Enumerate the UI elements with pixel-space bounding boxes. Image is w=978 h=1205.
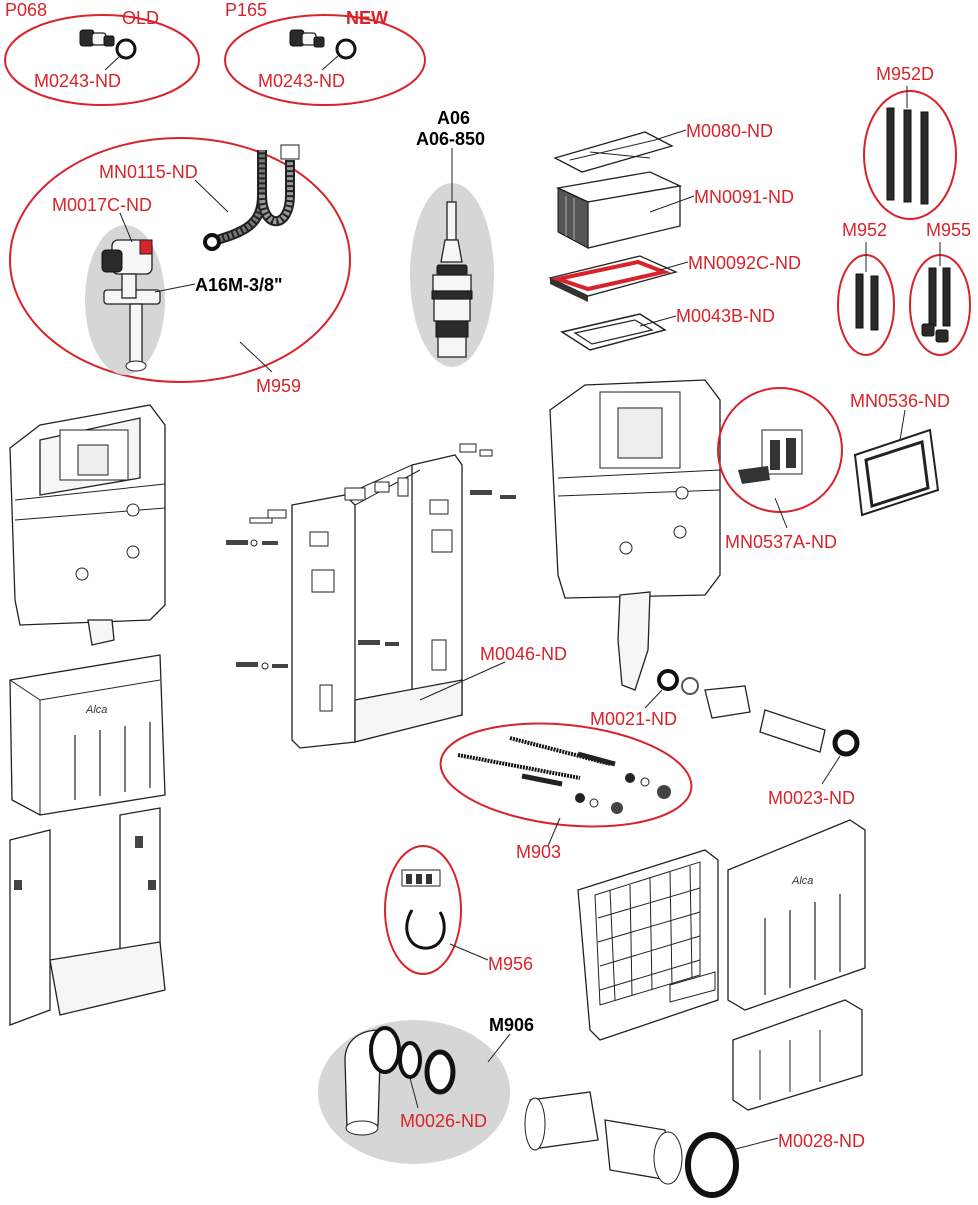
label-m0080: M0080-ND — [686, 121, 773, 141]
group-mn0536: MN0536-ND — [850, 391, 950, 517]
insulation-cover-left: Alca — [9, 654, 166, 816]
frame-mn0092c — [548, 255, 678, 302]
installation-frame-center: M0046-ND — [226, 443, 567, 749]
alca-logo-left: Alca — [85, 704, 107, 716]
label-m0043b: M0043B-ND — [676, 306, 775, 326]
label-new: NEW — [346, 8, 388, 28]
group-m952: M952 — [837, 220, 895, 356]
highlight-oval-m959 — [9, 137, 351, 383]
label-a16m: A16M-3/8" — [195, 275, 283, 295]
highlight-oval-p068 — [4, 14, 200, 106]
group-m959-fill-valve: MN0115-ND M0017C-ND A16M-3/8" M959 — [9, 137, 351, 396]
label-m0017c: M0017C-ND — [52, 195, 152, 215]
label-m0028: M0028-ND — [778, 1131, 865, 1151]
pipe-segment-a — [704, 685, 751, 719]
highlight-oval-m903 — [439, 722, 693, 828]
group-m955: M955 — [909, 220, 971, 356]
highlight-oval-m952d — [863, 90, 957, 220]
group-a06-flush-valve: A06 A06-850 — [410, 108, 494, 367]
label-m952: M952 — [842, 220, 887, 240]
label-m956: M956 — [488, 954, 533, 974]
label-mn0537a: MN0537A-ND — [725, 532, 837, 552]
label-a06-850: A06-850 — [416, 129, 485, 149]
group-service-frames: M0080-ND MN0091-ND MN0092C-ND M0043B-ND — [548, 121, 801, 351]
group-mn0537a: MN0537A-ND — [717, 387, 843, 552]
label-mn0115: MN0115-ND — [99, 162, 198, 182]
highlight-oval-mn0537a — [717, 387, 843, 513]
insulation-cover-right: Alca — [727, 819, 866, 1011]
label-p165: P165 — [225, 0, 267, 20]
group-m956: M956 — [384, 845, 533, 975]
highlight-oval-m956 — [384, 845, 462, 975]
frame-m0080 — [553, 131, 674, 173]
cistern-right — [549, 379, 721, 691]
box-mn0091 — [555, 171, 683, 249]
flush-valve-a06 — [431, 201, 473, 358]
label-m0243-a: M0243-ND — [34, 71, 121, 91]
label-m0026: M0026-ND — [400, 1111, 487, 1131]
label-mn0091: MN0091-ND — [694, 187, 794, 207]
label-p068: P068 — [5, 0, 47, 20]
group-flush-pipe: M0021-ND M0023-ND — [590, 669, 860, 808]
grid-cover — [577, 849, 719, 1041]
label-m959: M959 — [256, 376, 301, 396]
label-m0046: M0046-ND — [480, 644, 567, 664]
group-m952d: M952D — [863, 64, 957, 220]
label-mn0536: MN0536-ND — [850, 391, 950, 411]
pipe-segment-b — [759, 709, 826, 753]
label-m906: M906 — [489, 1015, 534, 1035]
alca-logo-right: Alca — [791, 875, 813, 887]
label-mn0092c: MN0092C-ND — [688, 253, 801, 273]
mounting-frame-left — [9, 807, 166, 1026]
label-m952d: M952D — [876, 64, 934, 84]
group-m903: M903 — [439, 722, 693, 862]
seal-m0021 — [657, 669, 679, 691]
cistern-left — [9, 404, 166, 646]
group-p165-new: P165 NEW M0243-ND — [224, 0, 426, 106]
seal-m0023 — [832, 729, 860, 757]
valve-part-p165 — [289, 29, 357, 60]
label-m0243-b: M0243-ND — [258, 71, 345, 91]
label-m903: M903 — [516, 842, 561, 862]
group-p068-old: P068 OLD M0243-ND — [4, 0, 200, 106]
seal-m0028 — [685, 1132, 739, 1198]
cover-lower-right — [732, 999, 863, 1111]
label-m0021: M0021-ND — [590, 709, 677, 729]
frame-bolts — [226, 443, 516, 670]
highlight-oval-p165 — [224, 14, 426, 106]
label-m955: M955 — [926, 220, 971, 240]
label-m0023: M0023-ND — [768, 788, 855, 808]
group-m0028-pipes: M0028-ND — [524, 1091, 865, 1198]
seal-m0026 — [398, 1041, 422, 1079]
group-m906: M906 M0026-ND — [318, 1015, 534, 1164]
fill-valve-a16m — [101, 239, 161, 372]
label-old: OLD — [122, 8, 159, 28]
label-a06: A06 — [437, 108, 470, 128]
flex-hose — [208, 150, 267, 247]
valve-part-p068 — [79, 29, 137, 60]
